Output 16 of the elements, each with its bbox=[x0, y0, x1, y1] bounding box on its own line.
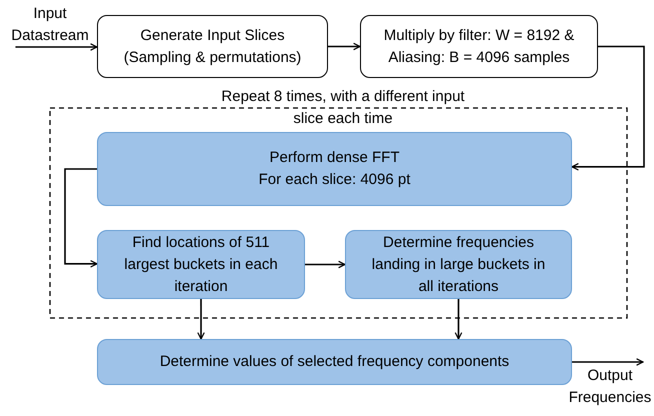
group-heading: Repeat 8 times, with a different input slice each time bbox=[220, 87, 466, 129]
process-box: Perform dense FFT For each slice: 4096 pt bbox=[97, 132, 572, 206]
arrow bbox=[15, 43, 98, 51]
process-box: Multiply by filter: W = 8192 & Aliasing: B = 4096 samples bbox=[360, 15, 598, 78]
process-box: Determine frequencies landing in large buckets in all iterations bbox=[345, 230, 572, 299]
arrow bbox=[572, 358, 644, 366]
arrow bbox=[571, 46, 645, 171]
process-box: Find locations of 511 largest buckets in each iteration bbox=[97, 230, 305, 299]
arrow bbox=[328, 42, 361, 50]
arrow bbox=[197, 299, 205, 340]
text-label: Input Datastream bbox=[2, 3, 98, 47]
arrow bbox=[64, 168, 98, 268]
arrow bbox=[305, 260, 346, 268]
process-box: Determine values of selected frequency components bbox=[97, 339, 572, 385]
process-box: Generate Input Slices (Sampling & permutations) bbox=[97, 15, 328, 78]
arrow bbox=[454, 299, 462, 340]
